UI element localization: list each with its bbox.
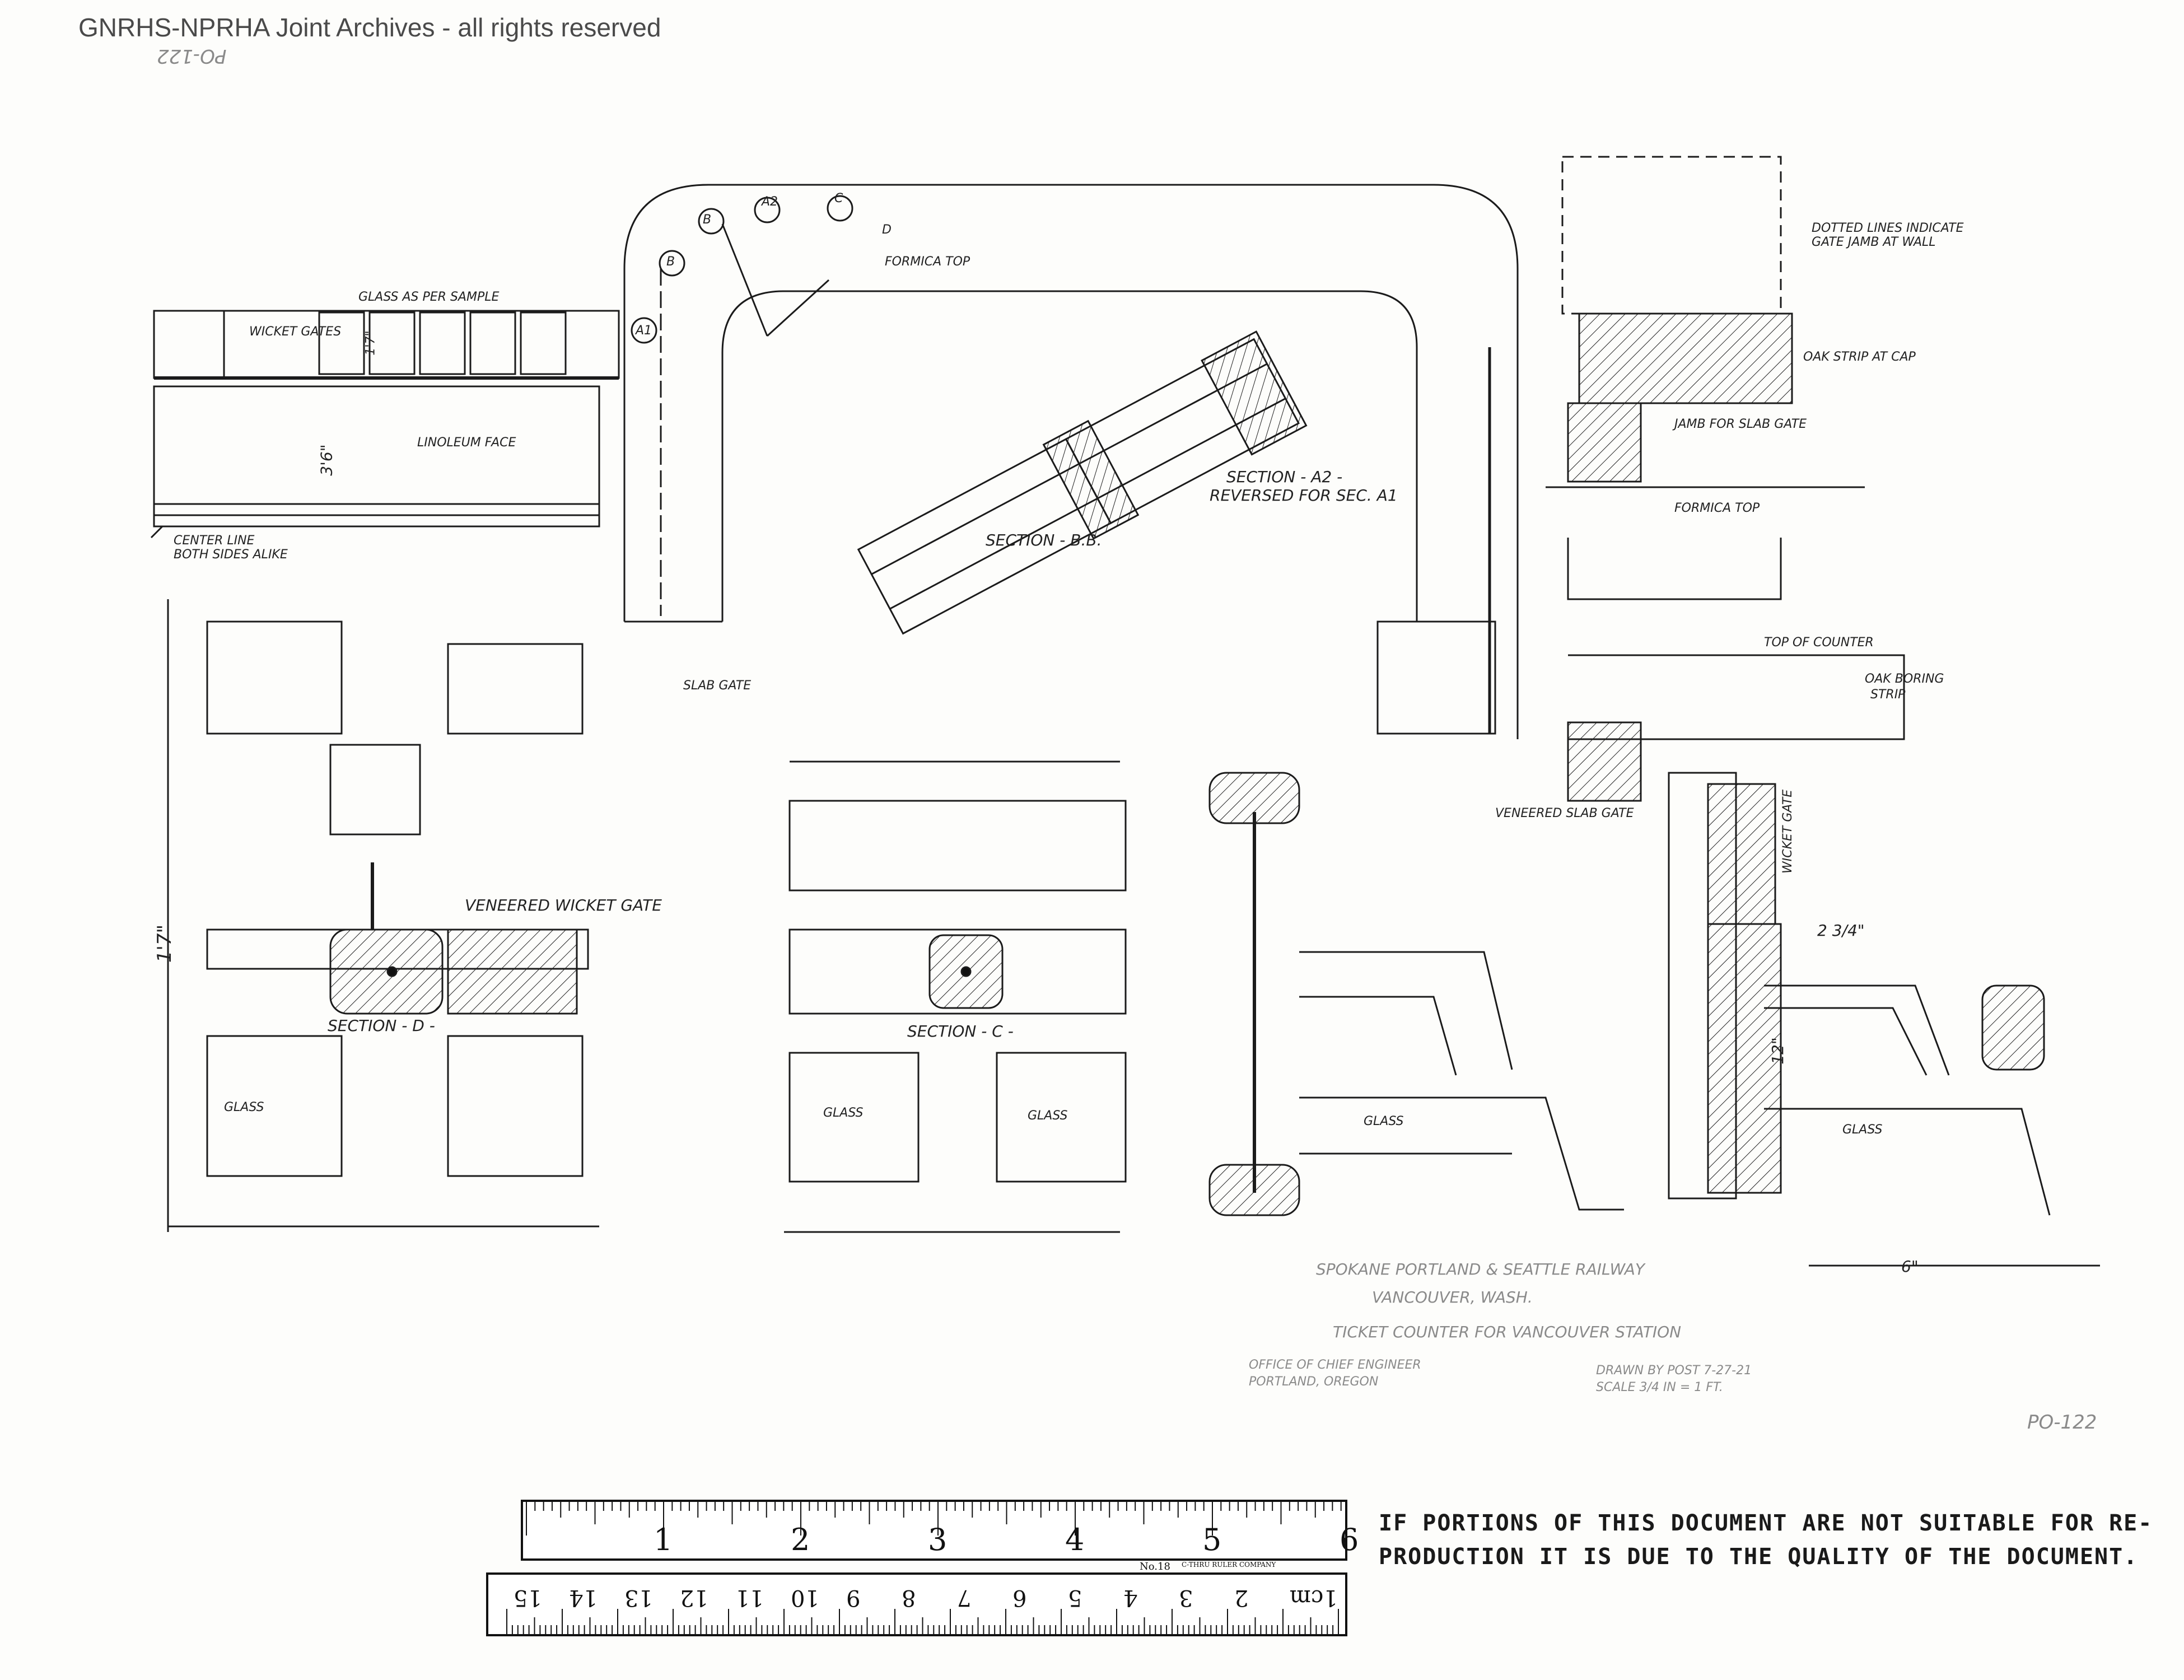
archive-watermark: GNRHS-NPRHA Joint Archives - all rights … <box>78 13 661 42</box>
note-wicket-gates: WICKET GATES <box>249 325 342 339</box>
stamp-line-2: PRODUCTION IT IS DUE TO THE QUALITY OF T… <box>1379 1544 2139 1570</box>
note-glass-3: GLASS <box>1028 1109 1068 1123</box>
title-location: VANCOUVER, WASH. <box>1372 1288 1533 1306</box>
note-section-c: SECTION - C - <box>907 1022 1014 1040</box>
note-formica-top-upper: FORMICA TOP <box>885 255 970 269</box>
note-jamb-slab-gate: JAMB FOR SLAB GATE <box>1674 417 1807 431</box>
note-oak-boring: OAK BORING <box>1865 672 1944 686</box>
ruler-model: No.18 <box>1140 1561 1170 1572</box>
callout-b1: B <box>703 213 712 227</box>
title-drawing: TICKET COUNTER FOR VANCOUVER STATION <box>1333 1323 1682 1341</box>
cm-label: 1cm <box>1290 1585 1338 1611</box>
note-strip: STRIP <box>1870 688 1906 702</box>
cm-label: 13 <box>624 1585 653 1611</box>
ruler-maker: C-THRU RULER COMPANY <box>1182 1561 1276 1569</box>
callout-b2: B <box>666 255 675 269</box>
note-glass-4: GLASS <box>1364 1114 1404 1128</box>
reproduction-stamp: IF PORTIONS OF THIS DOCUMENT ARE NOT SUI… <box>1379 1506 2153 1574</box>
callout-c: C <box>834 192 843 206</box>
note-gate-jamb: GATE JAMB AT WALL <box>1812 235 1936 249</box>
cm-label: 14 <box>569 1585 598 1611</box>
note-veneered-slab-gate: VENEERED SLAB GATE <box>1495 806 1634 820</box>
note-top-of-counter: TOP OF COUNTER <box>1764 636 1874 650</box>
title-city: PORTLAND, OREGON <box>1249 1375 1379 1389</box>
inch-label: 1 <box>654 1522 673 1557</box>
inch-label: 3 <box>928 1522 948 1557</box>
inch-label: 4 <box>1065 1522 1085 1557</box>
callout-a2: A2 <box>762 195 778 209</box>
title-railway: SPOKANE PORTLAND & SEATTLE RAILWAY <box>1316 1260 1645 1278</box>
cm-label: 11 <box>735 1585 764 1611</box>
section-d-view <box>167 599 599 1232</box>
note-dotted-lines: DOTTED LINES INDICATE <box>1812 221 1964 235</box>
inch-label: 5 <box>1202 1522 1222 1557</box>
dim-12: 12" <box>1768 1037 1787 1065</box>
slab-gate-section <box>1208 772 2100 1267</box>
note-both-sides-alike: BOTH SIDES ALIKE <box>174 548 288 562</box>
inch-label: 2 <box>791 1522 810 1557</box>
title-office: OFFICE OF CHIEF ENGINEER <box>1249 1358 1421 1372</box>
note-formica-top-right: FORMICA TOP <box>1674 501 1760 515</box>
note-glass-1: GLASS <box>224 1100 264 1114</box>
note-glass-5: GLASS <box>1842 1123 1883 1137</box>
title-drawn-by: DRAWN BY POST 7-27-21 <box>1596 1364 1752 1378</box>
dim-1-7-top: 1'7" <box>363 330 378 356</box>
section-bb <box>857 330 1308 635</box>
note-section-a2: SECTION - A2 - <box>1226 468 1343 486</box>
note-oak-strip: OAK STRIP AT CAP <box>1803 350 1916 364</box>
cm-label: 4 <box>1123 1585 1138 1611</box>
note-veneered-wicket-gate: VENEERED WICKET GATE <box>465 896 662 914</box>
cm-label: 5 <box>1068 1585 1082 1611</box>
dim-6: 6" <box>1901 1257 1919 1276</box>
dim-1-7-left: 1'7" <box>153 924 176 963</box>
section-c-view <box>784 760 1127 1233</box>
note-linoleum-face: LINOLEUM FACE <box>417 436 516 450</box>
measuring-ruler <box>486 1500 1347 1636</box>
cm-label: 10 <box>791 1585 819 1611</box>
counter-plan <box>623 184 1519 739</box>
cm-label: 2 <box>1234 1585 1249 1611</box>
inch-label: 6 <box>1340 1522 1359 1557</box>
note-center-line: CENTER LINE <box>174 534 255 548</box>
note-reversed-for-sec: REVERSED FOR SEC. A1 <box>1210 486 1398 505</box>
note-section-bb: SECTION - B.B. <box>986 531 1102 549</box>
cm-label: 6 <box>1012 1585 1027 1611</box>
note-glass-per-sample: GLASS AS PER SAMPLE <box>358 290 500 304</box>
cm-label: 7 <box>957 1585 972 1611</box>
callout-d: D <box>882 223 892 237</box>
note-wicket-gate-vertical: WICKET GATE <box>1781 789 1795 874</box>
title-scale: SCALE 3/4 IN = 1 FT. <box>1596 1380 1723 1394</box>
dim-3-6: 3'6" <box>317 444 336 476</box>
cm-label: 3 <box>1179 1585 1193 1611</box>
note-glass-2: GLASS <box>823 1106 864 1120</box>
note-slab-gate: SLAB GATE <box>683 679 752 693</box>
front-elevation <box>150 310 620 539</box>
note-section-d: SECTION - D - <box>328 1016 435 1035</box>
cm-label: 15 <box>514 1585 542 1611</box>
stamp-line-1: IF PORTIONS OF THIS DOCUMENT ARE NOT SUI… <box>1379 1510 2153 1536</box>
callout-a1: A1 <box>636 324 652 338</box>
dim-2-3-4: 2 3/4" <box>1817 921 1865 940</box>
cm-label: 8 <box>902 1585 916 1611</box>
corner-mark-bottom: PO-122 <box>2027 1411 2097 1434</box>
cm-label: 12 <box>680 1585 708 1611</box>
cm-label: 9 <box>846 1585 861 1611</box>
jamb-detail <box>1546 156 1905 802</box>
